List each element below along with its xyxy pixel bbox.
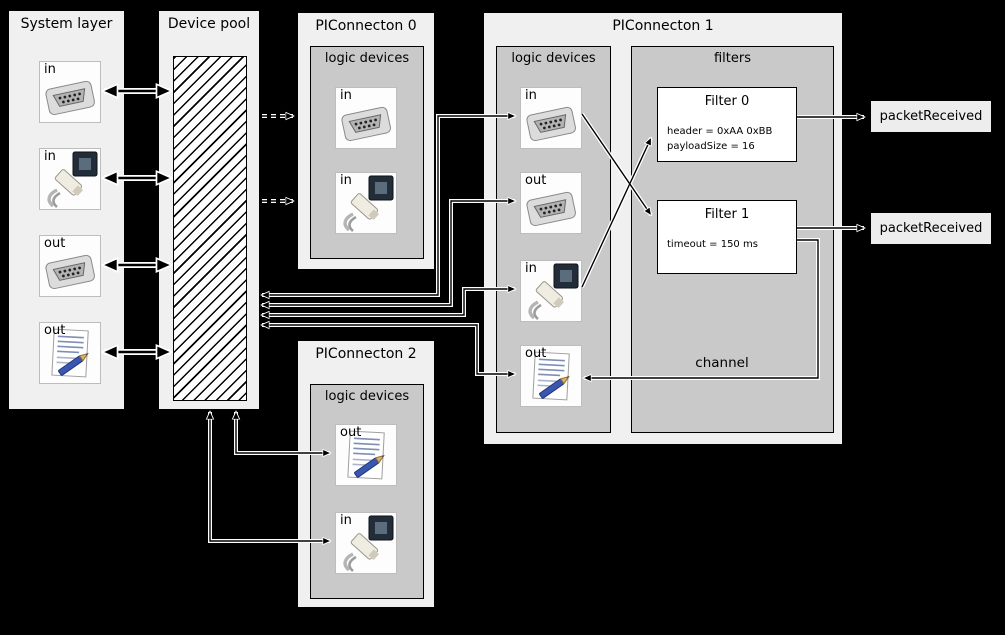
piconnecton-1-box: PIConnecton 1 logic devices in out in ou… xyxy=(483,12,843,445)
piconnecton-1-filters-box: filters Filter 0 header = 0xAA 0xBB payl… xyxy=(631,46,834,433)
packet-received-label: packetReceived xyxy=(879,109,983,124)
filters-title: filters xyxy=(713,51,751,66)
filter-1-box: Filter 1 timeout = 150 ms xyxy=(657,200,797,274)
piconnecton-2-logic-devices-box: logic devices out in xyxy=(310,384,424,599)
logic-devices-title: logic devices xyxy=(324,389,410,404)
filter-param: header = 0xAA 0xBB xyxy=(667,126,773,137)
filter-param: payloadSize = 16 xyxy=(667,141,755,152)
piconnecton-1-logic-devices-box: logic devices in out in out xyxy=(496,46,611,433)
pic2-device-in-ethernet: in xyxy=(335,512,397,574)
system-layer-title: System layer xyxy=(20,16,113,32)
filter-0-box: Filter 0 header = 0xAA 0xBB payloadSize … xyxy=(657,87,797,162)
device-label: out xyxy=(525,173,547,188)
device-label: in xyxy=(44,149,56,164)
device-pool-title: Device pool xyxy=(167,16,251,32)
piconnecton-1-title: PIConnecton 1 xyxy=(612,18,714,34)
device-label: in xyxy=(44,62,56,77)
pic1-device-out-script: out xyxy=(520,345,582,407)
pic1-device-in-ethernet: in xyxy=(520,260,582,322)
device-label: out xyxy=(340,425,362,440)
wire-pool-pic1-in-ethernet xyxy=(262,289,515,315)
packet-received-box-1: packetReceived xyxy=(870,212,992,245)
pic0-device-in-serial: in xyxy=(335,87,397,149)
packet-received-box-0: packetReceived xyxy=(870,100,992,133)
piconnecton-0-logic-devices-box: logic devices in in xyxy=(310,46,424,259)
device-label: in xyxy=(525,261,537,276)
pic1-device-out-serial: out xyxy=(520,172,582,234)
device-pool-box: Device pool xyxy=(158,10,260,410)
device-pool-hatch xyxy=(173,56,247,401)
system-device-in-ethernet: in xyxy=(39,148,101,210)
system-device-in-serial: in xyxy=(39,61,101,123)
device-label: out xyxy=(44,323,66,338)
logic-devices-title: logic devices xyxy=(511,51,596,66)
piconnecton-0-title: PIConnecton 0 xyxy=(315,18,417,34)
device-label: in xyxy=(340,173,352,188)
device-label: out xyxy=(525,346,547,361)
device-label: in xyxy=(340,88,352,103)
channel-label: channel xyxy=(695,355,749,371)
pic2-device-out-script: out xyxy=(335,424,397,486)
filter-0-title: Filter 0 xyxy=(704,94,750,109)
piconnecton-0-box: PIConnecton 0 logic devices in in xyxy=(297,12,435,270)
device-label: out xyxy=(44,236,66,251)
packet-received-label: packetReceived xyxy=(879,221,983,236)
filter-1-params: timeout = 150 ms xyxy=(658,237,796,252)
device-label: in xyxy=(525,88,537,103)
device-label: in xyxy=(340,513,352,528)
system-device-out-script: out xyxy=(39,322,101,384)
piconnecton-2-box: PIConnecton 2 logic devices out in xyxy=(297,340,435,608)
system-device-out-serial: out xyxy=(39,235,101,297)
piconnecton-2-title: PIConnecton 2 xyxy=(315,346,417,362)
pic1-device-in-serial: in xyxy=(520,87,582,149)
filter-param: timeout = 150 ms xyxy=(667,239,758,250)
filter-1-title: Filter 1 xyxy=(704,207,750,222)
logic-devices-title: logic devices xyxy=(324,51,410,66)
filter-0-params: header = 0xAA 0xBB payloadSize = 16 xyxy=(658,124,796,154)
pic0-device-in-ethernet: in xyxy=(335,172,397,234)
system-layer-box: System layer in in out out xyxy=(8,10,125,410)
